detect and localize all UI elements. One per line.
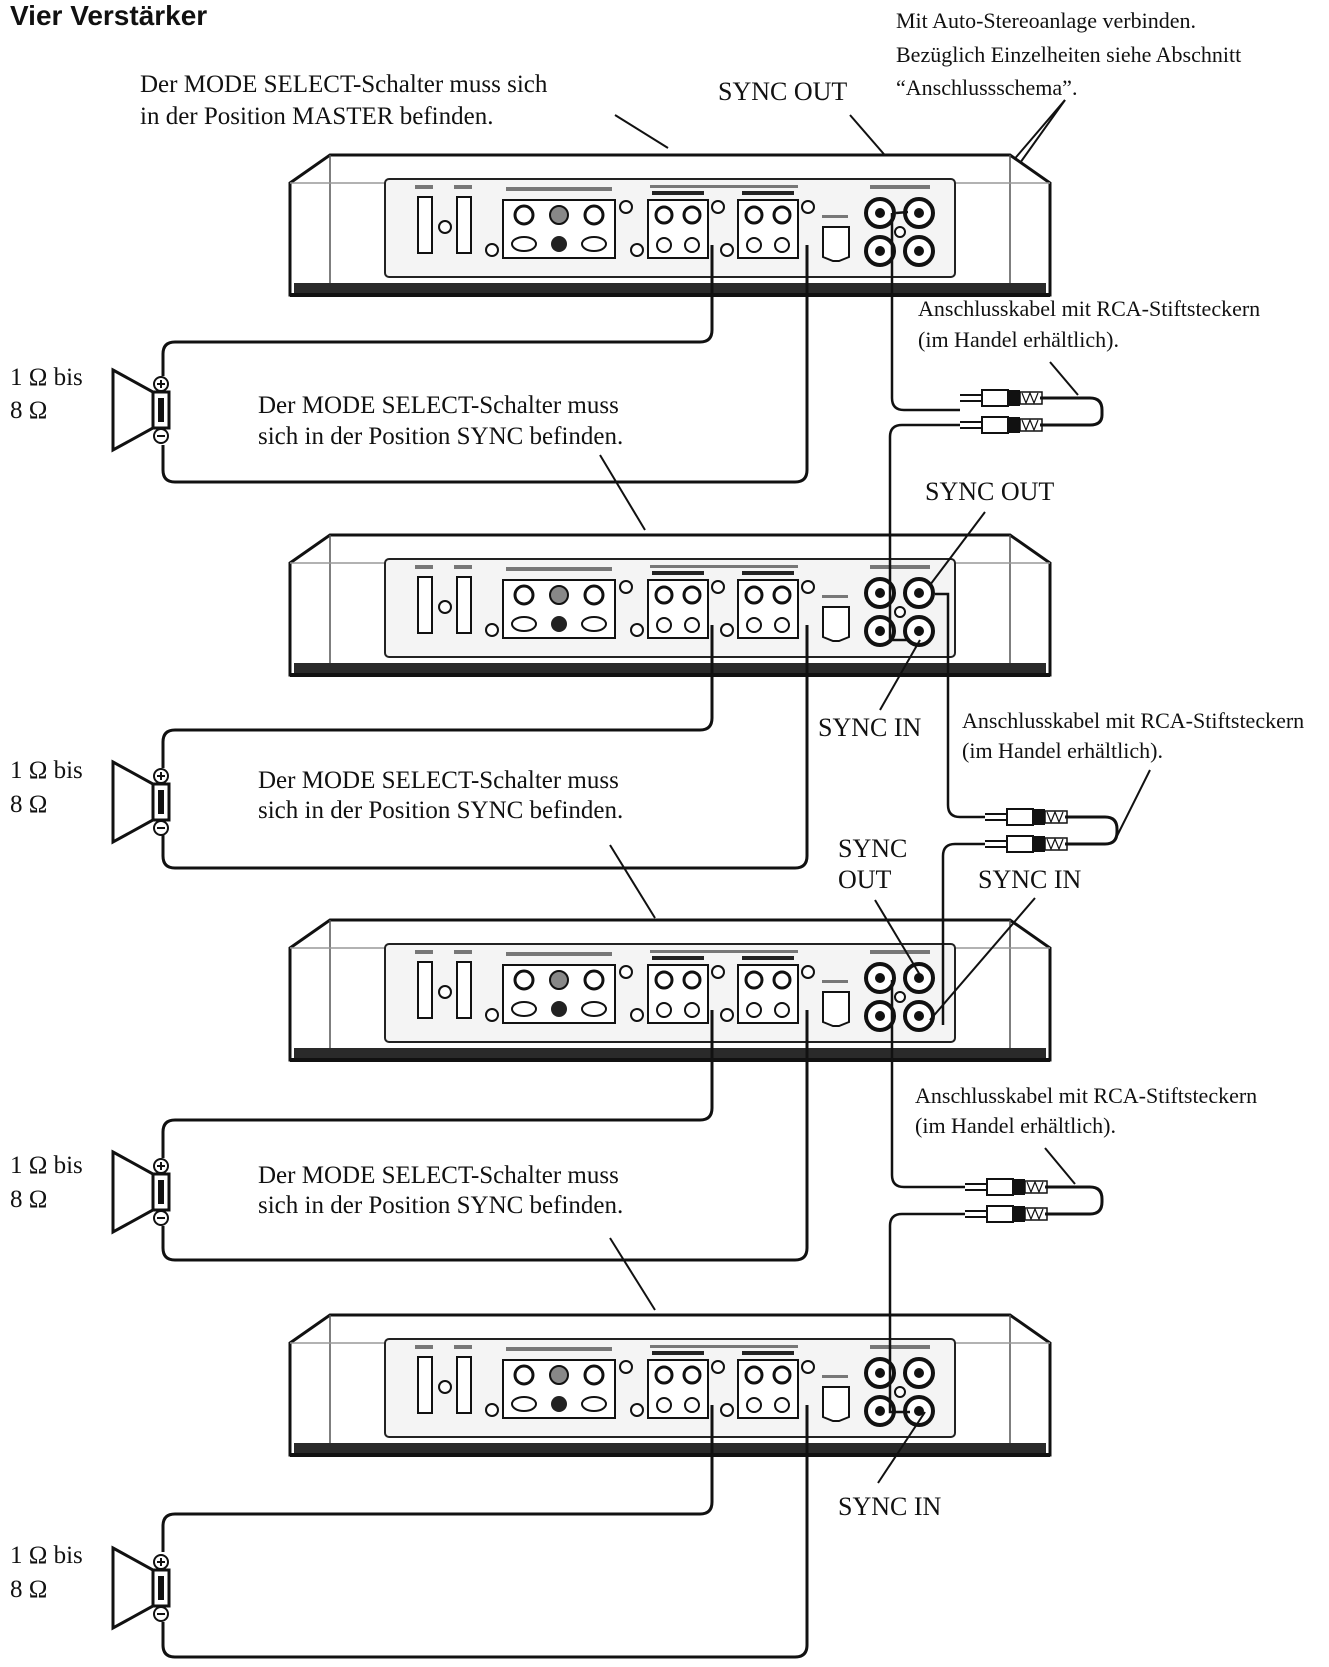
cable-note-1-line2: (im Handel erhältlich). xyxy=(918,327,1119,352)
head-unit-note-line1: Mit Auto-Stereoanlage verbinden. xyxy=(896,8,1196,33)
out-label-3: OUT xyxy=(838,865,892,894)
sync-out-label-2: SYNC OUT xyxy=(925,477,1054,506)
rca-plug-3b xyxy=(964,1205,1048,1223)
cable-note-3-line2: (im Handel erhältlich). xyxy=(915,1113,1116,1138)
sync-note-3-line1: Der MODE SELECT-Schalter muss xyxy=(258,1162,619,1189)
master-note-line2: in der Position MASTER befinden. xyxy=(140,103,493,130)
speaker-3-icon xyxy=(111,1150,171,1234)
master-note-line1: Der MODE SELECT-Schalter muss sich xyxy=(140,71,548,98)
sync-note-1-line2: sich in der Position SYNC befinden. xyxy=(258,423,623,450)
amplifier-master xyxy=(288,153,1052,297)
rca-plug-2a xyxy=(984,808,1068,826)
speaker-4-impedance-line1: 1 Ω bis xyxy=(10,1542,83,1569)
speaker-3-impedance-line2: 8 Ω xyxy=(10,1186,47,1213)
sync-in-label-3: SYNC IN xyxy=(978,865,1082,894)
amplifier-sync-2 xyxy=(288,918,1052,1062)
rca-plug-1b xyxy=(959,416,1043,434)
speaker-2-impedance-line2: 8 Ω xyxy=(10,791,47,818)
speaker-2-icon xyxy=(111,760,171,844)
head-unit-note-line3: “Anschlussschema”. xyxy=(896,75,1077,100)
speaker-1-icon xyxy=(111,368,171,452)
sync-note-3-line2: sich in der Position SYNC befinden. xyxy=(258,1192,623,1219)
sync-note-1-line1: Der MODE SELECT-Schalter muss xyxy=(258,392,619,419)
speaker-1-impedance-line1: 1 Ω bis xyxy=(10,364,83,391)
sync-note-2-line2: sich in der Position SYNC befinden. xyxy=(258,797,623,824)
head-unit-note-line2: Bezüglich Einzelheiten siehe Abschnitt xyxy=(896,42,1241,67)
speaker-4-icon xyxy=(111,1546,171,1630)
cable-note-3-line1: Anschlusskabel mit RCA-Stiftsteckern xyxy=(915,1083,1257,1108)
sync-out-label-1: SYNC OUT xyxy=(718,77,847,106)
sync-note-2-line1: Der MODE SELECT-Schalter muss xyxy=(258,767,619,794)
speaker-2-impedance-line1: 1 Ω bis xyxy=(10,757,83,784)
sync-in-label-2: SYNC IN xyxy=(818,713,922,742)
rca-plug-2b xyxy=(984,835,1068,853)
speaker-3-impedance-line1: 1 Ω bis xyxy=(10,1152,83,1179)
speaker-4-impedance-line2: 8 Ω xyxy=(10,1576,47,1603)
cable-note-2-line2: (im Handel erhältlich). xyxy=(962,738,1163,763)
speaker-1-impedance-line2: 8 Ω xyxy=(10,397,47,424)
sync-in-label-4: SYNC IN xyxy=(838,1492,942,1521)
rca-plug-3a xyxy=(964,1178,1048,1196)
cable-note-1-line1: Anschlusskabel mit RCA-Stiftsteckern xyxy=(918,296,1260,321)
page-title: Vier Verstärker xyxy=(10,0,207,31)
amplifier-sync-3 xyxy=(288,1313,1052,1457)
amplifier-sync-1 xyxy=(288,533,1052,677)
sync-label-3: SYNC xyxy=(838,834,907,863)
cable-note-2-line1: Anschlusskabel mit RCA-Stiftsteckern xyxy=(962,708,1304,733)
rca-plug-1a xyxy=(959,389,1043,407)
